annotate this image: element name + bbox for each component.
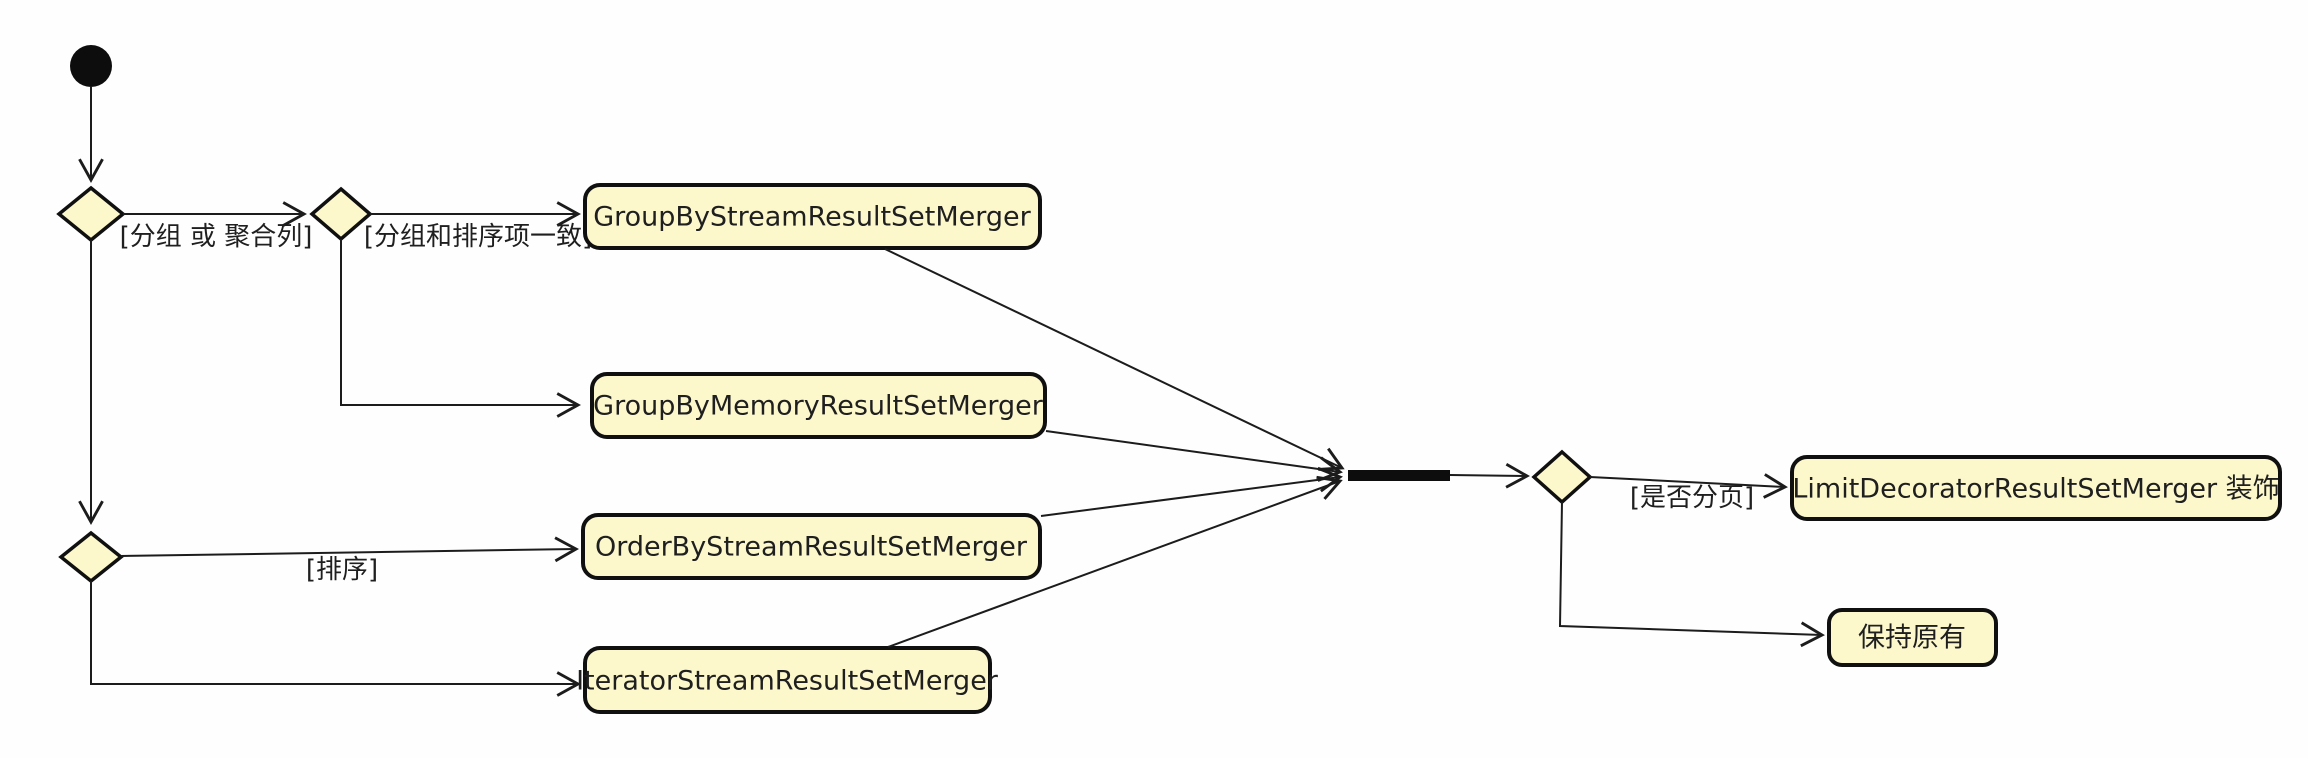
edge-paging-to-keep-original bbox=[1558, 501, 1825, 648]
join-bar-icon bbox=[1348, 470, 1450, 481]
edge-iterator-stream-to-join bbox=[887, 475, 1343, 648]
activity-limit-decorator-result-set-merger bbox=[1790, 455, 2282, 521]
decision-ordering-icon bbox=[58, 530, 124, 584]
guard-group-or-aggregation: [分组 或 聚合列] bbox=[120, 222, 313, 252]
activity-order-by-stream-label: OrderByStreamResultSetMerger bbox=[595, 532, 1028, 563]
activity-iterator-stream-result-set-merger bbox=[583, 646, 992, 714]
edge-group-by-stream-to-join bbox=[884, 248, 1345, 471]
activity-limit-decorator-label: LimitDecoratorResultSetMerger 装饰 bbox=[1792, 474, 2279, 505]
edge-consistency-to-group-by-memory bbox=[340, 239, 581, 418]
activity-group-by-stream-label: GroupByStreamResultSetMerger bbox=[593, 202, 1031, 233]
edge-ordering-to-iterator-stream bbox=[90, 581, 581, 697]
guard-order-by: [排序] bbox=[306, 555, 378, 585]
edge-order-by-stream-to-join bbox=[1040, 466, 1343, 517]
edge-paging-to-limit-decorator bbox=[1589, 473, 1788, 499]
decision-consistency-icon bbox=[309, 186, 373, 242]
activity-iterator-stream-label: IteratorStreamResultSetMerger bbox=[576, 666, 999, 697]
decision-grouping-icon bbox=[56, 185, 126, 243]
activity-order-by-stream-result-set-merger bbox=[581, 513, 1042, 580]
activity-group-by-memory-label: GroupByMemoryResultSetMerger bbox=[593, 391, 1044, 422]
activity-group-by-memory-result-set-merger bbox=[590, 372, 1047, 439]
start-node-icon bbox=[70, 45, 112, 87]
edge-group-by-memory-to-join bbox=[1045, 430, 1343, 482]
edge-join-to-decision-paging bbox=[1449, 462, 1530, 489]
guard-is-paging: [是否分页] bbox=[1630, 483, 1754, 513]
decision-paging-icon bbox=[1531, 449, 1593, 505]
activity-keep-original-label: 保持原有 bbox=[1858, 623, 1966, 654]
activity-group-by-stream-result-set-merger bbox=[583, 183, 1042, 250]
activity-keep-original bbox=[1827, 608, 1998, 667]
edge-ordering-to-order-by-stream bbox=[120, 536, 579, 563]
guard-group-order-consistent: [分组和排序项一致] bbox=[364, 222, 592, 252]
